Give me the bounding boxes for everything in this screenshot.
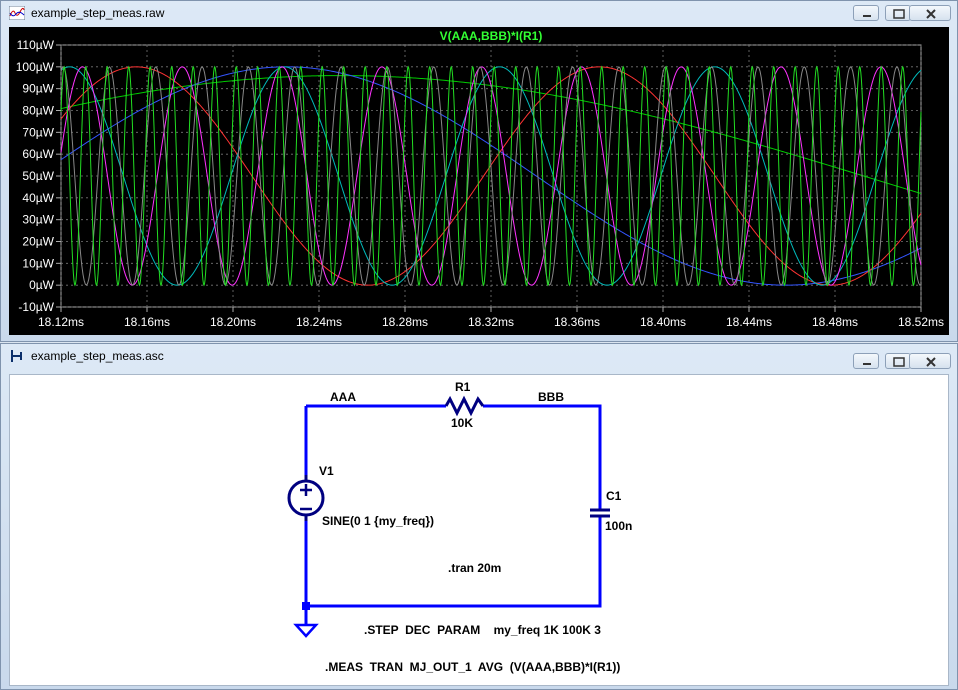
net-label-aaa: AAA bbox=[330, 390, 356, 404]
close-button[interactable] bbox=[909, 5, 951, 21]
waveform-titlebar[interactable]: example_step_meas.raw bbox=[1, 1, 957, 25]
wire-bbb[interactable] bbox=[483, 404, 602, 510]
r1-name: R1 bbox=[455, 380, 471, 394]
series-trace-4 bbox=[60, 66, 922, 286]
series-trace-2 bbox=[60, 66, 922, 286]
x-tick-label: 18.32ms bbox=[468, 315, 514, 329]
minimize-icon bbox=[863, 363, 871, 365]
y-tick-label: 50µW bbox=[22, 169, 54, 183]
wires[interactable] bbox=[304, 404, 602, 608]
ground-symbol[interactable] bbox=[293, 602, 319, 638]
x-tick-label: 18.44ms bbox=[726, 315, 772, 329]
minimize-button[interactable] bbox=[853, 5, 879, 21]
schematic-titlebar[interactable]: example_step_meas.asc bbox=[1, 344, 957, 369]
wire-ground[interactable] bbox=[306, 516, 602, 608]
close-icon bbox=[926, 357, 936, 367]
close-icon bbox=[926, 9, 936, 19]
x-tick-label: 18.12ms bbox=[38, 315, 84, 329]
r1-value: 10K bbox=[451, 416, 473, 430]
y-tick-label: 110µW bbox=[17, 38, 55, 52]
x-tick-label: 18.24ms bbox=[296, 315, 342, 329]
x-tick-label: 18.16ms bbox=[124, 315, 170, 329]
y-tick-label: 60µW bbox=[22, 147, 54, 161]
schematic-drawing[interactable]: AAA BBB R1 10K V1 SINE(0 1 {my_freq}) C1… bbox=[10, 375, 948, 685]
y-tick-label: 40µW bbox=[22, 191, 54, 205]
series-trace-7 bbox=[60, 65, 922, 287]
tran-directive[interactable]: .tran 20m bbox=[448, 561, 501, 575]
minimize-icon bbox=[863, 15, 871, 17]
y-tick-label: 70µW bbox=[22, 125, 54, 139]
close-button[interactable] bbox=[909, 353, 951, 369]
v1-name: V1 bbox=[319, 464, 334, 478]
waveform-chart[interactable]: 110µW 100µW 90µW 80µW 70µW 60µW 50µW 40µW 30µW 20… bbox=[9, 27, 949, 335]
y-tick-label: 30µW bbox=[22, 213, 54, 227]
minimize-button[interactable] bbox=[853, 353, 879, 369]
series-trace-5 bbox=[60, 66, 922, 286]
x-tick-label: 18.28ms bbox=[382, 315, 428, 329]
net-label-bbb: BBB bbox=[538, 390, 564, 404]
waveform-icon bbox=[9, 6, 25, 20]
voltage-source-v1[interactable] bbox=[287, 475, 325, 521]
y-tick-label: 10µW bbox=[22, 256, 54, 270]
c1-name: C1 bbox=[606, 489, 622, 503]
maximize-icon bbox=[893, 357, 905, 367]
x-tick-label: 18.48ms bbox=[812, 315, 858, 329]
capacitor-c1[interactable] bbox=[590, 508, 610, 518]
waveform-plot-area[interactable]: 110µW 100µW 90µW 80µW 70µW 60µW 50µW 40µW 30µW 20… bbox=[9, 27, 949, 335]
x-tick-label: 18.36ms bbox=[554, 315, 600, 329]
maximize-button[interactable] bbox=[885, 353, 911, 369]
y-tick-label: 100µW bbox=[16, 60, 55, 74]
y-tick-label: 0µW bbox=[29, 278, 55, 292]
maximize-icon bbox=[893, 9, 905, 19]
x-tick-label: 18.20ms bbox=[210, 315, 256, 329]
c1-value: 100n bbox=[605, 519, 632, 533]
chart-title: V(AAA,BBB)*I(R1) bbox=[440, 29, 543, 43]
schematic-window-title: example_step_meas.asc bbox=[31, 349, 164, 363]
schematic-icon bbox=[11, 350, 22, 362]
schematic-window: example_step_meas.asc bbox=[0, 343, 958, 690]
x-tick-label: 18.52ms bbox=[898, 315, 944, 329]
x-tick-label: 18.40ms bbox=[640, 315, 686, 329]
y-tick-label: 90µW bbox=[22, 82, 54, 96]
step-directive[interactable]: .STEP DEC PARAM my_freq 1K 100K 3 bbox=[364, 623, 601, 637]
y-tick-label: -10µW bbox=[18, 300, 54, 314]
waveform-window-title: example_step_meas.raw bbox=[31, 6, 165, 20]
y-tick-label: 80µW bbox=[22, 104, 54, 118]
maximize-button[interactable] bbox=[885, 5, 911, 21]
y-tick-label: 20µW bbox=[22, 235, 54, 249]
v1-value: SINE(0 1 {my_freq}) bbox=[322, 514, 434, 528]
resistor-r1[interactable] bbox=[444, 395, 485, 417]
waveform-window: example_step_meas.raw 110µW 100µW 90µW 80µW… bbox=[0, 0, 958, 342]
meas-directive[interactable]: .MEAS TRAN MJ_OUT_1 AVG (V(AAA,BBB)*I(R1… bbox=[325, 660, 620, 674]
schematic-canvas[interactable]: AAA BBB R1 10K V1 SINE(0 1 {my_freq}) C1… bbox=[9, 374, 949, 686]
series-trace-6 bbox=[60, 66, 922, 286]
